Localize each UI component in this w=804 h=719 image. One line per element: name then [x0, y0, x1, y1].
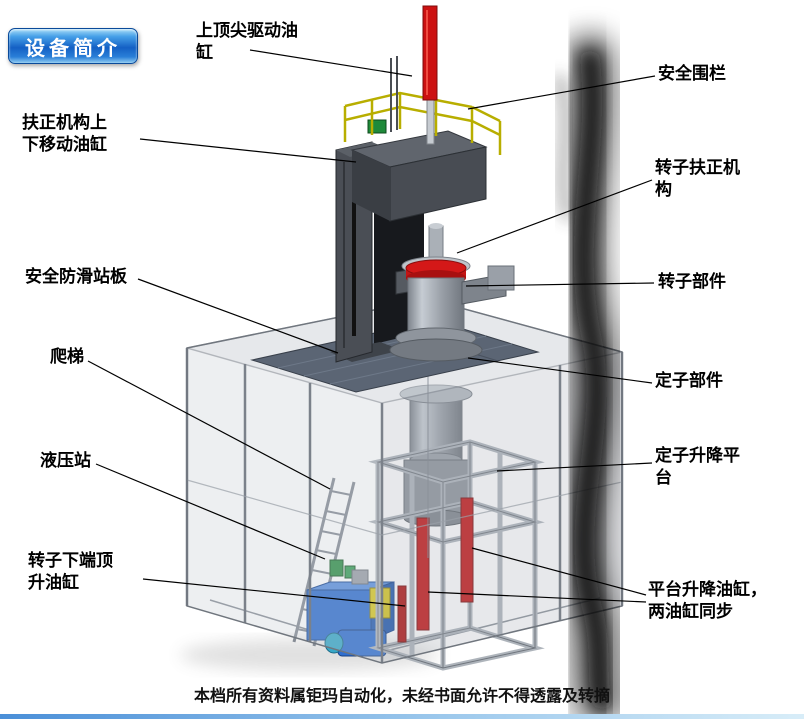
leader-safety-fence	[467, 75, 656, 110]
leader-centering-lift-cylinder	[139, 138, 357, 163]
leader-top-drive-cylinder	[249, 49, 413, 77]
platform-cylinders-graphic	[397, 497, 474, 643]
footer-note: 本档所有资料属钜玛自动化，未经书面允许不得透露及转摘	[193, 688, 610, 705]
label-rotor-jack-cylinder: 转子下端顶升油缸	[28, 551, 113, 593]
leader-platform-cylinder-b	[427, 591, 647, 603]
label-stator-lift-platform: 定子升降平台	[655, 446, 740, 488]
leader-hydraulic-station	[95, 463, 326, 560]
title-badge: 设备简介	[8, 28, 138, 64]
green-button	[367, 119, 387, 134]
rotor-assembly-graphic	[389, 223, 515, 362]
leader-anti-slip-platform	[137, 278, 339, 354]
smoke-plume	[543, 35, 631, 719]
safety-fence-graphic	[343, 91, 502, 155]
top-drive-cylinder-graphic	[390, 5, 438, 145]
label-safety-fence: 安全围栏	[658, 64, 726, 83]
leader-platform-cylinder-a	[471, 547, 647, 596]
leader-lines	[87, 49, 656, 607]
label-rotor-centering: 转子扶正机构	[655, 158, 740, 200]
leader-rotor-centering	[456, 179, 653, 254]
bottom-accent-bar	[0, 714, 804, 719]
interior-equipment	[209, 384, 601, 671]
label-hydraulic-station: 液压站	[40, 451, 91, 470]
leader-ladder	[87, 360, 331, 490]
label-centering-lift-cylinder: 扶正机构上下移动油缸	[22, 113, 107, 155]
label-stator-part: 定子部件	[655, 371, 723, 390]
label-anti-slip-platform: 安全防滑站板	[25, 267, 127, 286]
leader-rotor-jack-cylinder	[142, 578, 406, 607]
label-top-drive-cylinder: 上顶尖驱动油缸	[196, 21, 298, 63]
label-ladder: 爬梯	[50, 347, 84, 366]
label-platform-lift-cylinders: 平台升降油缸，两油缸同步	[648, 580, 767, 622]
leader-rotor-part	[465, 282, 655, 287]
label-rotor-part: 转子部件	[658, 272, 726, 291]
leader-stator-lift-platform	[496, 462, 653, 472]
leader-stator-part	[467, 357, 653, 384]
